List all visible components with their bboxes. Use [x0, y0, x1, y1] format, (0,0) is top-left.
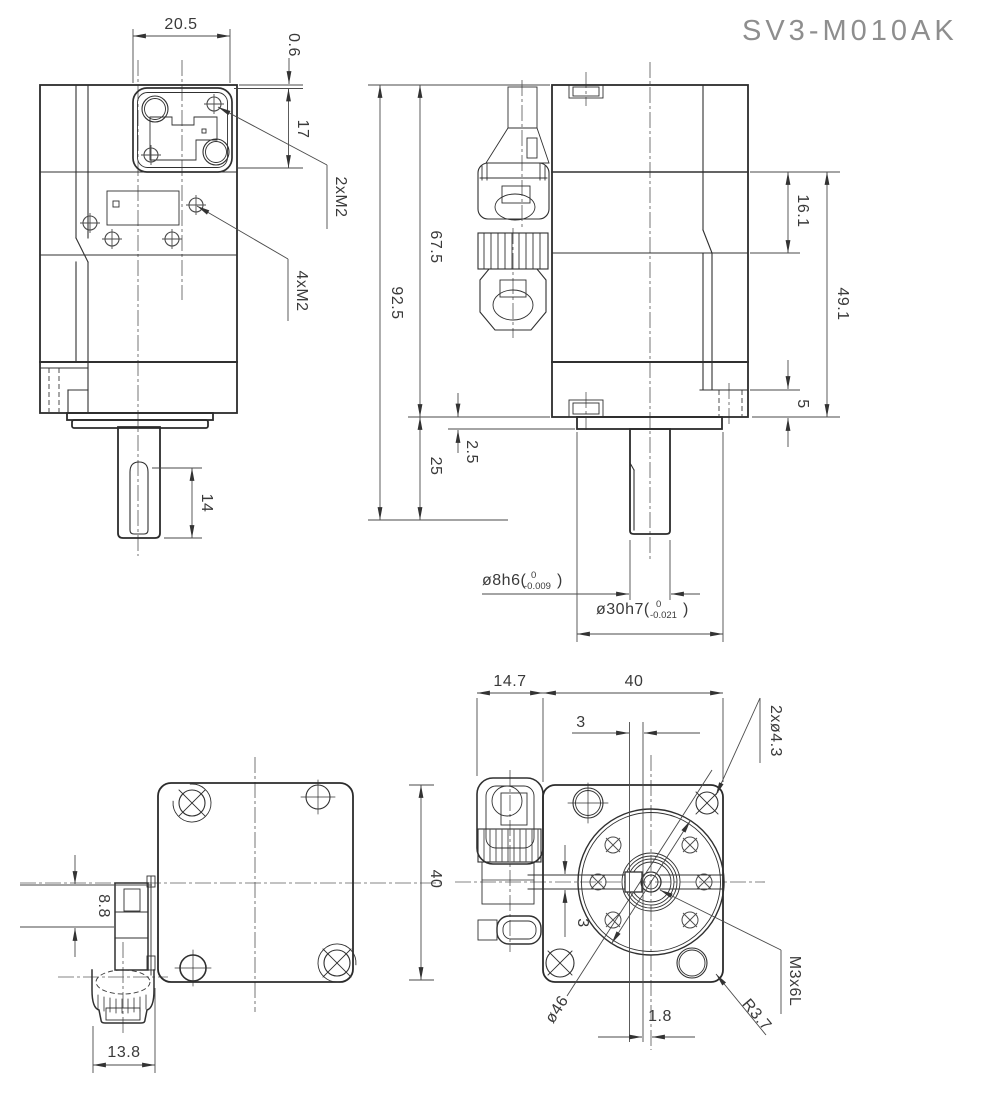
- front-mid-screw-holes: [80, 195, 206, 249]
- bl-centerlines: [20, 757, 445, 1035]
- leader-tapped-holes: [659, 889, 782, 1014]
- side-cable-gland-upper: [477, 86, 550, 221]
- side-hidden-lines: [718, 390, 743, 417]
- leader-mount-holes: [715, 697, 761, 796]
- label-tapped-holes: M3x6L: [786, 956, 803, 1007]
- dim-shaft-tol-upper: 0: [531, 570, 536, 581]
- bottom-right-view: 14.7 40 3 3 1.8 2xø4.3 M3x6L R3.7 ø46: [455, 673, 803, 1050]
- dim-bl-gland-width-lines: [92, 988, 156, 1073]
- dim-br-key-width-top: 3: [576, 714, 585, 731]
- label-mount-holes: 2xø4.3: [767, 705, 784, 757]
- side-body-details: [551, 84, 749, 531]
- dim-side-mid-band: 16.1: [794, 194, 811, 227]
- br-corner-holes: [545, 782, 719, 979]
- dim-front-width-lines: [132, 29, 231, 83]
- dim-br-flat-offset: 1.8: [648, 1008, 672, 1025]
- bottom-left-view: 8.8 13.8 40: [20, 757, 445, 1073]
- dim-front-connector-height: 17: [294, 120, 311, 139]
- dim-side-boss-step: 5: [794, 399, 811, 408]
- dim-shaft-tol-lower: -0.009: [524, 581, 551, 592]
- br-tapped-holes: [589, 836, 713, 929]
- bl-plate-outline: [157, 782, 354, 983]
- dim-bl-gland-offset-lines: [20, 855, 152, 957]
- side-cable-gland-lower: [477, 232, 549, 331]
- leader-2xm2: [217, 106, 328, 229]
- dim-front-flat-length-lines: [152, 467, 202, 539]
- dim-front-flat-length: 14: [198, 494, 215, 513]
- dim-front-width: 20.5: [164, 16, 197, 33]
- dim-side-pilot-depth: 2.5: [463, 440, 480, 464]
- dim-pilot-diameter-lines: [576, 432, 724, 642]
- dim-front-lip-lines: [234, 58, 303, 89]
- dim-front-lip: 0.6: [285, 33, 302, 57]
- front-connector-screw-holes: [141, 94, 224, 165]
- paren-shaft: ): [557, 572, 563, 589]
- bl-gland-hidden-arc: [95, 969, 151, 995]
- front-hidden-lines: [48, 368, 60, 412]
- dim-br-key-width-side: 3: [574, 918, 591, 927]
- front-connector: [132, 87, 233, 173]
- dim-shaft-diameter-lines: [482, 540, 700, 600]
- dim-shaft-diameter: ø8h6(: [482, 572, 526, 589]
- br-centerlines: [455, 755, 765, 1050]
- label-corner-radius: R3.7: [738, 996, 774, 1034]
- br-key-reference-lines: [629, 722, 644, 1042]
- dim-br-flange-width: 40: [625, 673, 644, 690]
- dim-side-shaft-section: 25: [427, 457, 444, 476]
- dim-side-total-height: 92.5: [388, 286, 405, 319]
- bl-gland-block: [114, 875, 156, 976]
- side-centerlines: [512, 62, 730, 560]
- front-body-details: [39, 84, 238, 535]
- dim-side-body-height: 67.5: [427, 230, 444, 263]
- leader-corner-radius: [715, 973, 767, 1036]
- dim-br-flange-height-lines: [409, 784, 434, 981]
- front-centerlines: [137, 60, 183, 556]
- dim-br-gland-protrusion: 14.7: [493, 673, 526, 690]
- dim-side-left-extensions: [368, 84, 575, 521]
- label-4xm2: 4xM2: [293, 270, 310, 311]
- dim-bolt-circle-lines: [566, 769, 713, 997]
- side-view: 92.5 67.5 25 2.5 16.1 49.1 5 ø8h6( 0 -0.…: [368, 62, 851, 642]
- dim-br-top-lines: [476, 690, 724, 782]
- dim-pilot-tol-lower: -0.021: [650, 610, 677, 621]
- front-view: 20.5 0.6 17 2xM2 4xM2 14: [39, 16, 349, 556]
- dim-bl-gland-offset: 8.8: [95, 894, 112, 918]
- label-bolt-circle: ø46: [542, 993, 572, 1027]
- dim-pilot-diameter: ø30h7(: [596, 601, 650, 618]
- leader-4xm2: [196, 205, 289, 321]
- dim-pilot-tol-upper: 0: [656, 599, 661, 610]
- dim-br-flange-height: 40: [427, 870, 444, 889]
- front-body-outline: [39, 84, 238, 539]
- part-number: SV3-M010AK: [742, 15, 958, 47]
- paren-pilot: ): [683, 601, 689, 618]
- dim-front-connector-height-lines: [236, 88, 303, 169]
- dim-side-lower-span: 49.1: [834, 287, 851, 320]
- bl-gland-cap: [91, 969, 155, 1024]
- dim-bl-gland-width: 13.8: [107, 1044, 140, 1061]
- bl-corner-holes: [172, 779, 357, 987]
- br-plate-outline: [542, 784, 724, 983]
- label-2xm2: 2xM2: [332, 176, 349, 217]
- front-mid-panel: [106, 190, 180, 226]
- side-body-outline: [551, 84, 749, 535]
